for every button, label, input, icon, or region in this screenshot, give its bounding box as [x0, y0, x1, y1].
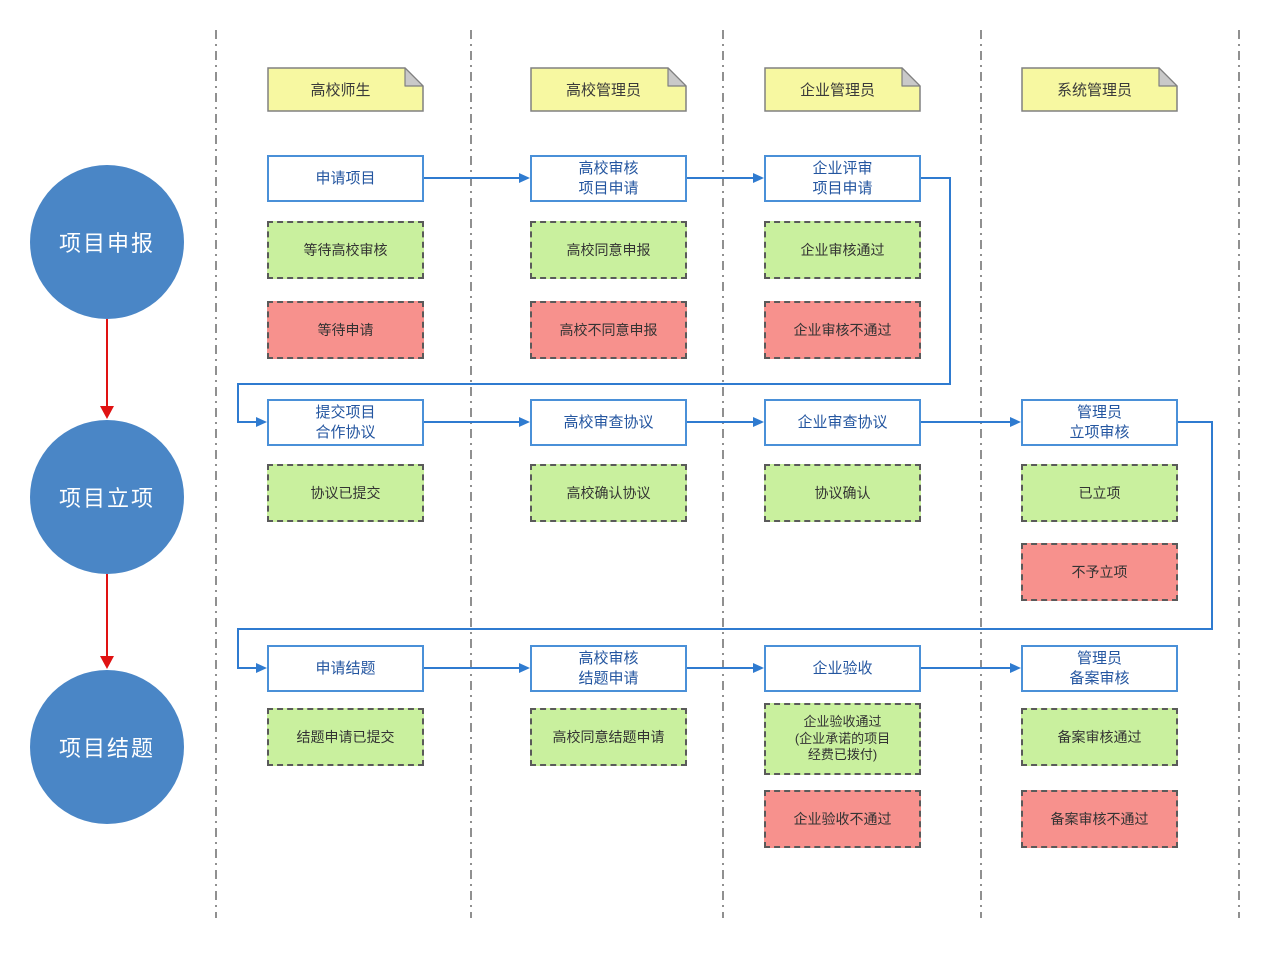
lane-divider: [980, 30, 982, 918]
step-admin-record-review: 管理员 备案审核: [1021, 645, 1178, 692]
state-conclusion-submitted: 结题申请已提交: [267, 708, 424, 766]
phase-arrow-down-icon: [100, 574, 114, 669]
lane-header-label: 高校管理员: [565, 82, 641, 99]
state-university-confirmed-agreement: 高校确认协议: [530, 464, 687, 522]
arrow-head-icon: [100, 406, 114, 419]
lane-header-label: 系统管理员: [1056, 82, 1132, 99]
phase-arrow-down-icon: [100, 319, 114, 419]
connector-approval-to-conclusion: [1211, 421, 1213, 630]
note-shape-icon: [267, 67, 424, 112]
step-enterprise-review-agreement: 企业审查协议: [764, 399, 921, 446]
connector-approval-to-conclusion: [237, 628, 239, 668]
arrow-shaft: [106, 319, 108, 406]
state-enterprise-acceptance-passed: 企业验收通过 (企业承诺的项目 经费已拨付): [764, 703, 921, 775]
lane-header-note: 企业管理员: [764, 67, 921, 112]
arrow-head-icon: [1010, 417, 1021, 427]
phase-circle-approval: 项目立项: [30, 420, 184, 574]
connector-apply-to-approval: [237, 383, 239, 423]
note-shape-icon: [530, 67, 687, 112]
note-shape-icon: [1021, 67, 1178, 112]
lane-divider: [722, 30, 724, 918]
lane-header-label: 企业管理员: [799, 82, 875, 99]
step-apply-conclusion: 申请结题: [267, 645, 424, 692]
connector-approval-to-conclusion-arrow: [237, 662, 267, 674]
step-apply-project: 申请项目: [267, 155, 424, 202]
flow-arrow: [424, 662, 530, 674]
state-enterprise-approved: 企业审核通过: [764, 221, 921, 279]
arrow-shaft: [424, 421, 519, 423]
step-admin-project-approval: 管理员 立项审核: [1021, 399, 1178, 446]
lane-header-note: 高校师生: [267, 67, 424, 112]
lane-divider: [215, 30, 217, 918]
arrow-head-icon: [256, 663, 267, 673]
step-submit-cooperation-agreement: 提交项目 合作协议: [267, 399, 424, 446]
connector-approval-to-conclusion: [1178, 421, 1213, 423]
flow-arrow: [921, 662, 1021, 674]
arrow-shaft: [687, 177, 753, 179]
arrow-head-icon: [519, 173, 530, 183]
flow-arrow: [424, 416, 530, 428]
phase-circle-conclusion: 项目结题: [30, 670, 184, 824]
state-enterprise-acceptance-failed: 企业验收不通过: [764, 790, 921, 848]
state-record-review-failed: 备案审核不通过: [1021, 790, 1178, 848]
state-university-rejected: 高校不同意申报: [530, 301, 687, 359]
arrow-shaft: [424, 667, 519, 669]
lane-header-note: 系统管理员: [1021, 67, 1178, 112]
arrow-shaft: [237, 667, 256, 669]
state-project-not-established: 不予立项: [1021, 543, 1178, 601]
arrow-head-icon: [753, 417, 764, 427]
arrow-shaft: [687, 667, 753, 669]
arrow-head-icon: [519, 417, 530, 427]
state-project-established: 已立项: [1021, 464, 1178, 522]
arrow-shaft: [424, 177, 519, 179]
flow-arrow: [687, 662, 764, 674]
arrow-head-icon: [753, 663, 764, 673]
arrow-head-icon: [519, 663, 530, 673]
lane-header-label: 高校师生: [310, 82, 371, 99]
arrow-head-icon: [256, 417, 267, 427]
flow-arrow: [921, 416, 1021, 428]
lane-header-note: 高校管理员: [530, 67, 687, 112]
connector-approval-to-conclusion: [237, 628, 1213, 630]
arrow-shaft: [106, 574, 108, 656]
step-university-review-conclusion: 高校审核 结题申请: [530, 645, 687, 692]
flow-arrow: [424, 172, 530, 184]
arrow-shaft: [921, 421, 1010, 423]
arrow-shaft: [687, 421, 753, 423]
lane-divider: [470, 30, 472, 918]
arrow-head-icon: [100, 656, 114, 669]
state-agreement-confirmed: 协议确认: [764, 464, 921, 522]
step-university-review-agreement: 高校审查协议: [530, 399, 687, 446]
connector-apply-to-approval: [949, 177, 951, 385]
flow-arrow: [687, 416, 764, 428]
connector-apply-to-approval: [237, 383, 951, 385]
state-university-approved-conclusion: 高校同意结题申请: [530, 708, 687, 766]
phase-circle-apply: 项目申报: [30, 165, 184, 319]
state-record-review-passed: 备案审核通过: [1021, 708, 1178, 766]
state-waiting-application: 等待申请: [267, 301, 424, 359]
connector-apply-to-approval-arrow: [237, 416, 267, 428]
lane-divider: [1238, 30, 1240, 918]
state-waiting-university-review: 等待高校审核: [267, 221, 424, 279]
step-university-review-application: 高校审核 项目申请: [530, 155, 687, 202]
arrow-head-icon: [1010, 663, 1021, 673]
arrow-shaft: [921, 667, 1010, 669]
state-enterprise-rejected: 企业审核不通过: [764, 301, 921, 359]
state-agreement-submitted: 协议已提交: [267, 464, 424, 522]
arrow-head-icon: [753, 173, 764, 183]
step-enterprise-acceptance: 企业验收: [764, 645, 921, 692]
flow-arrow: [687, 172, 764, 184]
note-shape-icon: [764, 67, 921, 112]
arrow-shaft: [237, 421, 256, 423]
connector-apply-to-approval: [921, 177, 951, 179]
step-enterprise-review-application: 企业评审 项目申请: [764, 155, 921, 202]
state-university-approved: 高校同意申报: [530, 221, 687, 279]
